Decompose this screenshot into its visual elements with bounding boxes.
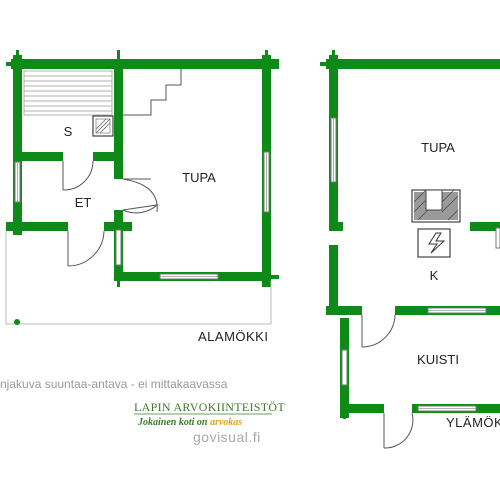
room-label-living: TUPA	[421, 140, 455, 155]
footer: njakuva suuntaa-antava - ei mittakaavass…	[0, 377, 285, 445]
window-icon	[263, 151, 270, 213]
door-icon	[361, 314, 396, 348]
alamokki-plan: S ET TUPA ALAMÖKKI	[5, 50, 279, 344]
room-label-porch: KUISTI	[417, 352, 459, 367]
brand-tagline-accent: arvokas	[210, 417, 242, 428]
electric-stove-icon	[417, 228, 451, 258]
terrace-outline	[5, 231, 272, 325]
brand-tagline-prefix: Jokainen koti on	[137, 417, 208, 428]
log-end	[271, 62, 279, 66]
door-icon	[62, 160, 94, 191]
wall-inner-top	[329, 222, 343, 231]
wall-top	[11, 59, 279, 69]
log-end	[332, 50, 335, 55]
log-end	[265, 281, 268, 287]
wall-sauna-bottom-right	[93, 152, 123, 161]
log-end	[265, 50, 268, 55]
log-end	[16, 50, 19, 55]
window-icon	[417, 405, 477, 412]
sauna-bench	[23, 70, 113, 116]
ylamokki-plan: TUPA K KUISTI YLÄMÖKKI	[320, 50, 500, 449]
door-icon	[67, 230, 105, 267]
door-icon	[383, 412, 414, 449]
website-url: govisual.fi	[193, 429, 261, 445]
wall-left-mid	[329, 245, 338, 310]
disclaimer-note: njakuva suuntaa-antava - ei mittakaavass…	[0, 377, 228, 391]
room-label-entry: ET	[75, 195, 92, 210]
log-end	[6, 62, 13, 66]
window-icon	[14, 161, 21, 203]
window-icon	[427, 307, 487, 314]
room-label-sauna: S	[64, 124, 73, 139]
ylamokki-caption: YLÄMÖKKI	[446, 415, 500, 430]
window-icon	[495, 227, 500, 249]
wall-sauna-bottom	[13, 152, 63, 161]
window-icon	[330, 117, 337, 183]
log-end	[117, 50, 120, 59]
wall-entry-bottom	[6, 222, 68, 231]
wall-left	[13, 55, 22, 235]
wall-kuisti-bottom	[340, 404, 384, 413]
log-end	[271, 275, 279, 279]
stove-icon	[92, 115, 114, 137]
alamokki-caption: ALAMÖKKI	[198, 329, 268, 344]
room-label-kitchen: K	[430, 268, 439, 283]
stairs-icon	[123, 69, 182, 116]
wall-k-divider	[470, 222, 500, 231]
window-icon	[115, 229, 122, 266]
log-end	[343, 413, 346, 419]
room-label-living: TUPA	[182, 170, 216, 185]
fireplace-icon	[411, 189, 461, 223]
wall-divider-vertical	[114, 59, 123, 179]
log-end	[320, 62, 326, 66]
brand-logo: LAPIN ARVOKIINTEISTÖT Jokainen koti on a…	[134, 400, 285, 428]
wall-kuisti-top-left	[326, 306, 362, 315]
window-icon	[341, 349, 348, 386]
wall-top	[326, 59, 500, 69]
brand-name: LAPIN ARVOKIINTEISTÖT	[134, 400, 285, 414]
door-icon	[122, 178, 159, 214]
brand-tagline: Jokainen koti on arvokas	[137, 417, 242, 428]
log-end	[117, 281, 120, 287]
window-icon	[159, 273, 219, 280]
